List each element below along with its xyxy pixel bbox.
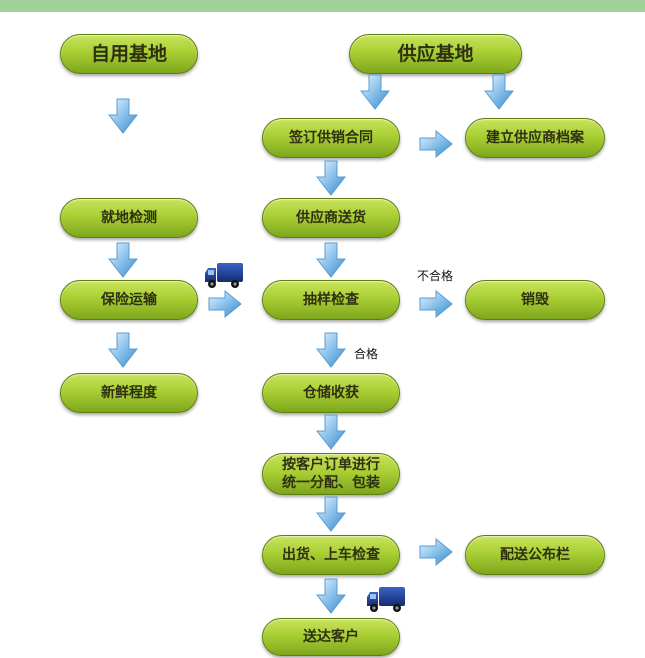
node-freshness: 新鲜程度 xyxy=(60,373,198,413)
node-insured-transport: 保险运输 xyxy=(60,280,198,320)
down-arrow-icon xyxy=(316,160,346,196)
node-destroy: 销毁 xyxy=(465,280,605,320)
truck-icon xyxy=(205,263,243,288)
node-sampling-inspection: 抽样检查 xyxy=(262,280,400,320)
down-arrow-icon xyxy=(108,332,138,368)
node-allocate-package: 按客户订单进行 统一分配、包装 xyxy=(262,453,400,495)
down-arrow-icon xyxy=(108,242,138,278)
down-arrow-icon xyxy=(360,74,390,110)
pass-label: 合格 xyxy=(354,347,379,361)
node-sign-contract: 签订供销合同 xyxy=(262,118,400,158)
right-arrow-icon xyxy=(419,538,453,566)
top-banner xyxy=(0,0,645,12)
down-arrow-icon xyxy=(316,578,346,614)
right-arrow-icon xyxy=(419,290,453,318)
node-warehouse-receiving: 仓储收获 xyxy=(262,373,400,413)
node-deliver-customer: 送达客户 xyxy=(262,618,400,656)
down-arrow-icon xyxy=(316,496,346,532)
right-arrow-icon xyxy=(419,130,453,158)
down-arrow-icon xyxy=(316,332,346,368)
right-arrow-icon xyxy=(208,290,242,318)
node-shipping-check: 出货、上车检查 xyxy=(262,535,400,575)
down-arrow-icon xyxy=(316,414,346,450)
node-onsite-inspection: 就地检测 xyxy=(60,198,198,238)
down-arrow-icon xyxy=(484,74,514,110)
node-supply-base: 供应基地 xyxy=(349,34,522,74)
node-delivery-bulletin: 配送公布栏 xyxy=(465,535,605,575)
node-supplier-archive: 建立供应商档案 xyxy=(465,118,605,158)
node-supplier-delivery: 供应商送货 xyxy=(262,198,400,238)
down-arrow-icon xyxy=(108,98,138,134)
node-self-base: 自用基地 xyxy=(60,34,198,74)
truck-icon xyxy=(367,587,405,612)
down-arrow-icon xyxy=(316,242,346,278)
fail-label: 不合格 xyxy=(417,269,454,283)
